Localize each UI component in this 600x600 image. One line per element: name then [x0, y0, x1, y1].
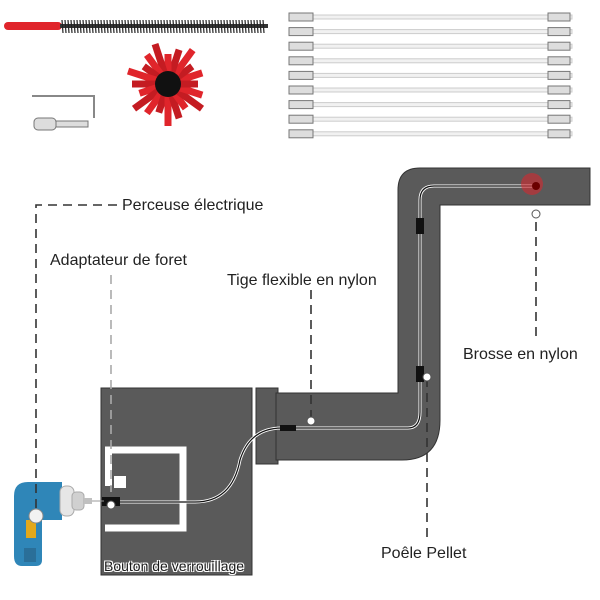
flexible-rod: [288, 27, 573, 37]
hex-key-icon: [32, 95, 95, 118]
flexible-rod: [288, 56, 573, 66]
flexible-rods-set: [288, 12, 573, 139]
leader-lines: [35, 204, 537, 540]
label-drill: Perceuse électrique: [122, 197, 264, 214]
flexible-rod: [288, 70, 573, 80]
label-lock-button: Bouton de verrouillage: [104, 558, 245, 574]
label-drill-adapter: Adaptateur de foret: [50, 252, 187, 269]
leader-markers: [106, 209, 541, 510]
nylon-brush-head-icon: [126, 42, 205, 126]
flexible-rod: [288, 41, 573, 51]
chimney-duct: [275, 167, 591, 461]
leader-drill: [35, 204, 118, 508]
duct-connector-flange: [255, 387, 279, 465]
flexible-rod: [288, 85, 573, 95]
drill-adapter-part-icon: [33, 117, 89, 131]
nylon-brush-in-duct-icon: [521, 173, 543, 195]
flexible-rod: [288, 129, 573, 139]
flexible-rod: [288, 100, 573, 110]
long-chimney-brush: [4, 19, 268, 34]
label-nylon-brush: Brosse en nylon: [463, 346, 578, 363]
label-flexible-rod: Tige flexible en nylon: [227, 272, 377, 289]
flexible-rod: [288, 12, 573, 22]
label-pellet-stove: Poêle Pellet: [381, 545, 467, 562]
pellet-stove-body: [100, 387, 253, 576]
flexible-rod: [288, 114, 573, 124]
electric-drill-icon: [14, 482, 104, 566]
